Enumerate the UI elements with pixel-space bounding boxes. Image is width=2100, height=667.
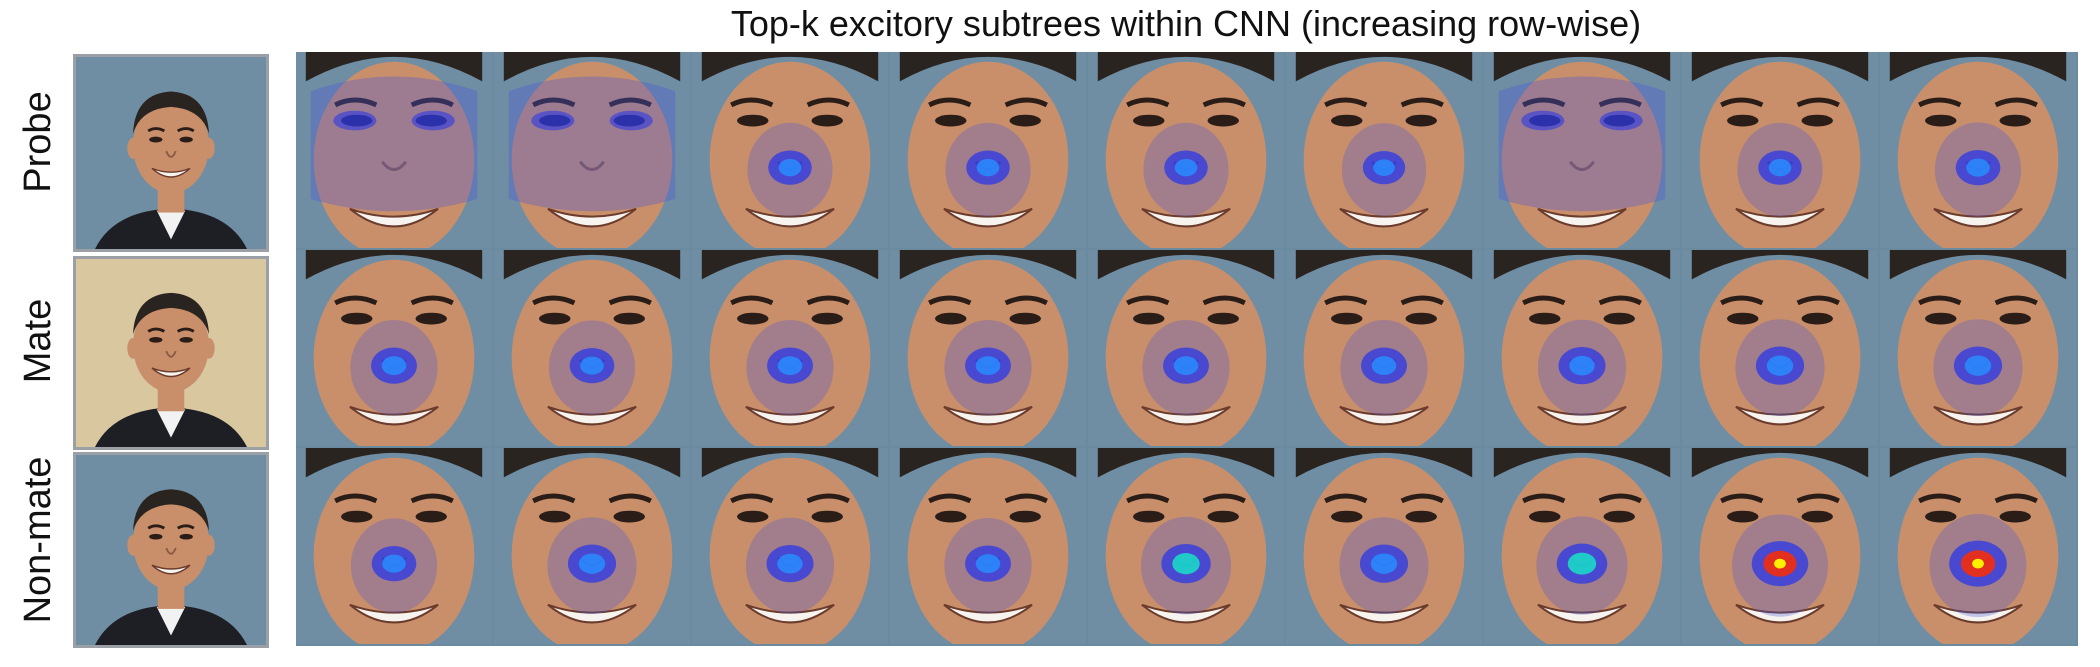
probe-reference-image <box>73 54 269 252</box>
heatmap-cell <box>1484 52 1680 248</box>
heatmap-cell <box>1880 448 2076 644</box>
heatmap-cell <box>890 448 1086 644</box>
heatmap-cell <box>1286 52 1482 248</box>
heatmap-cell <box>1484 448 1680 644</box>
heatmap-cell <box>296 448 492 644</box>
heatmap-cell <box>1682 448 1878 644</box>
mate-reference-image <box>73 256 269 450</box>
figure-title: Top-k excitory subtrees within CNN (incr… <box>730 3 1642 44</box>
face-photo <box>76 455 266 645</box>
heatmap-cell <box>1088 52 1284 248</box>
heatmap-cell <box>494 52 690 248</box>
heatmap-cell <box>692 448 888 644</box>
row-label-non-mate: Non-mate <box>17 456 59 624</box>
heatmap-cell <box>494 250 690 446</box>
row-label-probe: Probe <box>17 91 59 193</box>
face-photo <box>76 259 266 447</box>
heatmap-cell <box>1286 448 1482 644</box>
row-label-mate: Mate <box>17 298 59 384</box>
heatmap-cell <box>692 52 888 248</box>
heatmap-cell <box>296 250 492 446</box>
heatmap-cell <box>1880 52 2076 248</box>
heatmap-cell <box>1286 250 1482 446</box>
heatmap-cell <box>1682 52 1878 248</box>
heatmap-cell <box>296 52 492 248</box>
heatmap-cell <box>890 250 1086 446</box>
heatmap-cell <box>1088 448 1284 644</box>
heatmap-cell <box>1484 250 1680 446</box>
heatmap-cell <box>692 250 888 446</box>
heatmap-cell <box>494 448 690 644</box>
face-photo <box>76 57 266 249</box>
heatmap-cell <box>1880 250 2076 446</box>
heatmap-grid <box>296 52 2078 646</box>
heatmap-cell <box>890 52 1086 248</box>
heatmap-cell <box>1682 250 1878 446</box>
heatmap-cell <box>1088 250 1284 446</box>
non-mate-reference-image <box>73 452 269 648</box>
